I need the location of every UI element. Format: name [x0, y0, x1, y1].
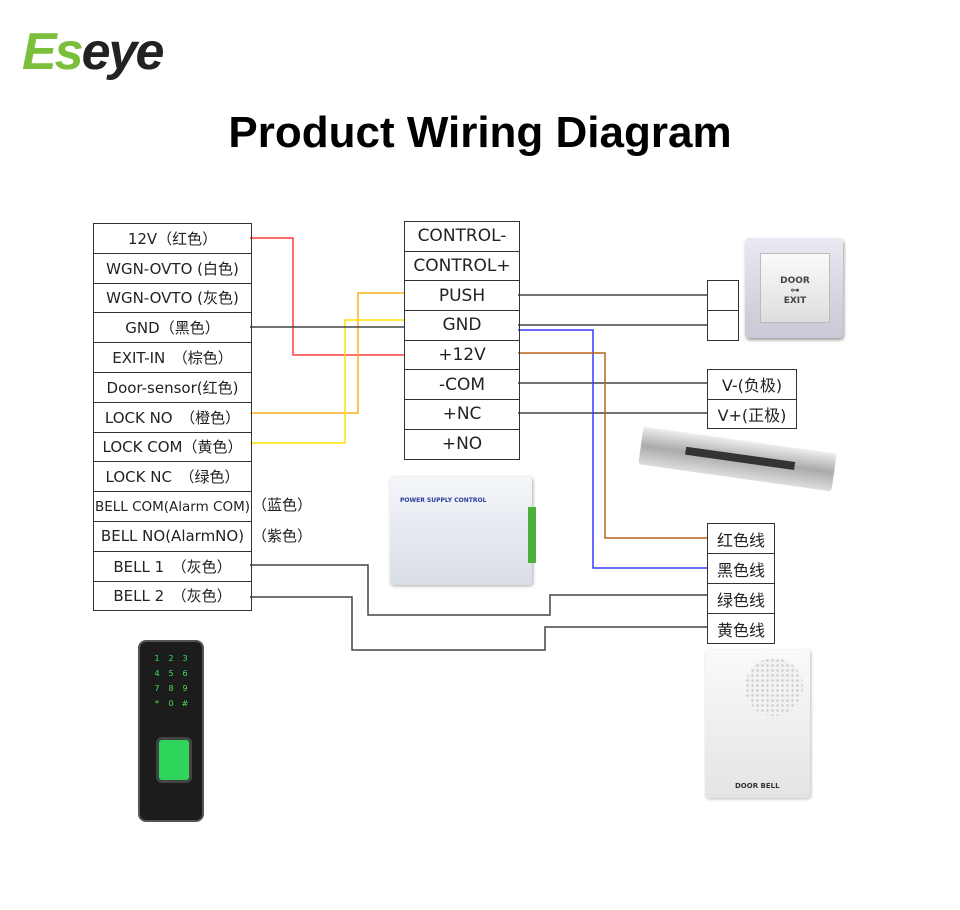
terminal-bell-no: BELL NO(AlarmNO) [94, 522, 251, 552]
exit-terminal-1 [708, 281, 738, 311]
terminal-wgn-white: WGN-OVTO (白色) [94, 254, 251, 284]
terminal-bell-2: BELL 2 （灰色） [94, 582, 251, 612]
terminal-wgn-gray: WGN-OVTO (灰色) [94, 284, 251, 314]
exit-terminal-2 [708, 311, 738, 341]
power-supply-image: POWER SUPPLY CONTROL [390, 477, 536, 585]
exit-button-terminals [707, 280, 739, 341]
eseye-logo: Eseye [22, 23, 164, 81]
terminal-lock-com: LOCK COM（黄色） [94, 433, 251, 463]
fingerprint-sensor-icon [156, 737, 192, 783]
lock-v-minus: V-(负极) [708, 370, 796, 400]
bell-wire-green: 绿色线 [708, 584, 774, 614]
bell-com-color: （蓝色） [252, 496, 313, 514]
power-terminal-table: CONTROL- CONTROL+ PUSH GND +12V -COM +NC… [404, 221, 520, 460]
wire-blue-gnd-bell [518, 329, 707, 569]
power-com: -COM [405, 370, 519, 401]
terminal-gnd: GND（黑色） [94, 313, 251, 344]
wire-brown-12v-bell [518, 352, 707, 539]
power-no: +NO [405, 430, 519, 460]
wire-bell2 [250, 596, 707, 651]
wire-orange-lock-no [250, 292, 404, 414]
reader-terminal-table: 12V（红色） WGN-OVTO (白色) WGN-OVTO (灰色) GND（… [93, 223, 252, 612]
power-push: PUSH [405, 281, 519, 312]
bell-wire-yellow: 黄色线 [708, 614, 774, 644]
power-control-minus: CONTROL- [405, 222, 519, 252]
bell-wire-black: 黑色线 [708, 554, 774, 584]
terminal-exit-in: EXIT-IN （棕色） [94, 343, 251, 373]
bell-wire-table: 红色线 黑色线 绿色线 黄色线 [707, 523, 775, 644]
terminal-bell-com: BELL COM(Alarm COM) [94, 492, 251, 522]
terminal-lock-no: LOCK NO （橙色） [94, 403, 251, 433]
power-nc: +NC [405, 400, 519, 430]
power-control-plus: CONTROL+ [405, 252, 519, 282]
wire-yellow-lock-com [250, 319, 404, 444]
doorbell-label: DOOR BELL [735, 782, 780, 790]
lock-terminal-table: V-(负极) V+(正极) [707, 369, 797, 429]
wire-bell1 [250, 564, 707, 616]
terminal-lock-nc: LOCK NC （绿色） [94, 462, 251, 493]
key-icon: ⊶ [790, 286, 800, 296]
lock-v-plus: V+(正极) [708, 400, 796, 429]
power-gnd: GND [405, 311, 519, 341]
exit-button-image: DOOR⊶EXIT [745, 238, 843, 338]
terminal-12v: 12V（红色） [94, 224, 251, 254]
power-12v: +12V [405, 341, 519, 371]
page-title: Product Wiring Diagram [228, 108, 732, 157]
terminal-block [528, 507, 536, 563]
speaker-grille [745, 658, 803, 716]
doorbell-image: DOOR BELL [705, 650, 810, 798]
bell-no-color: （紫色） [252, 527, 313, 545]
terminal-door-sensor: Door-sensor(红色) [94, 373, 251, 403]
bell-wire-red: 红色线 [708, 524, 774, 554]
wire-red-12v [250, 237, 404, 356]
terminal-bell-1: BELL 1 （灰色） [94, 552, 251, 582]
